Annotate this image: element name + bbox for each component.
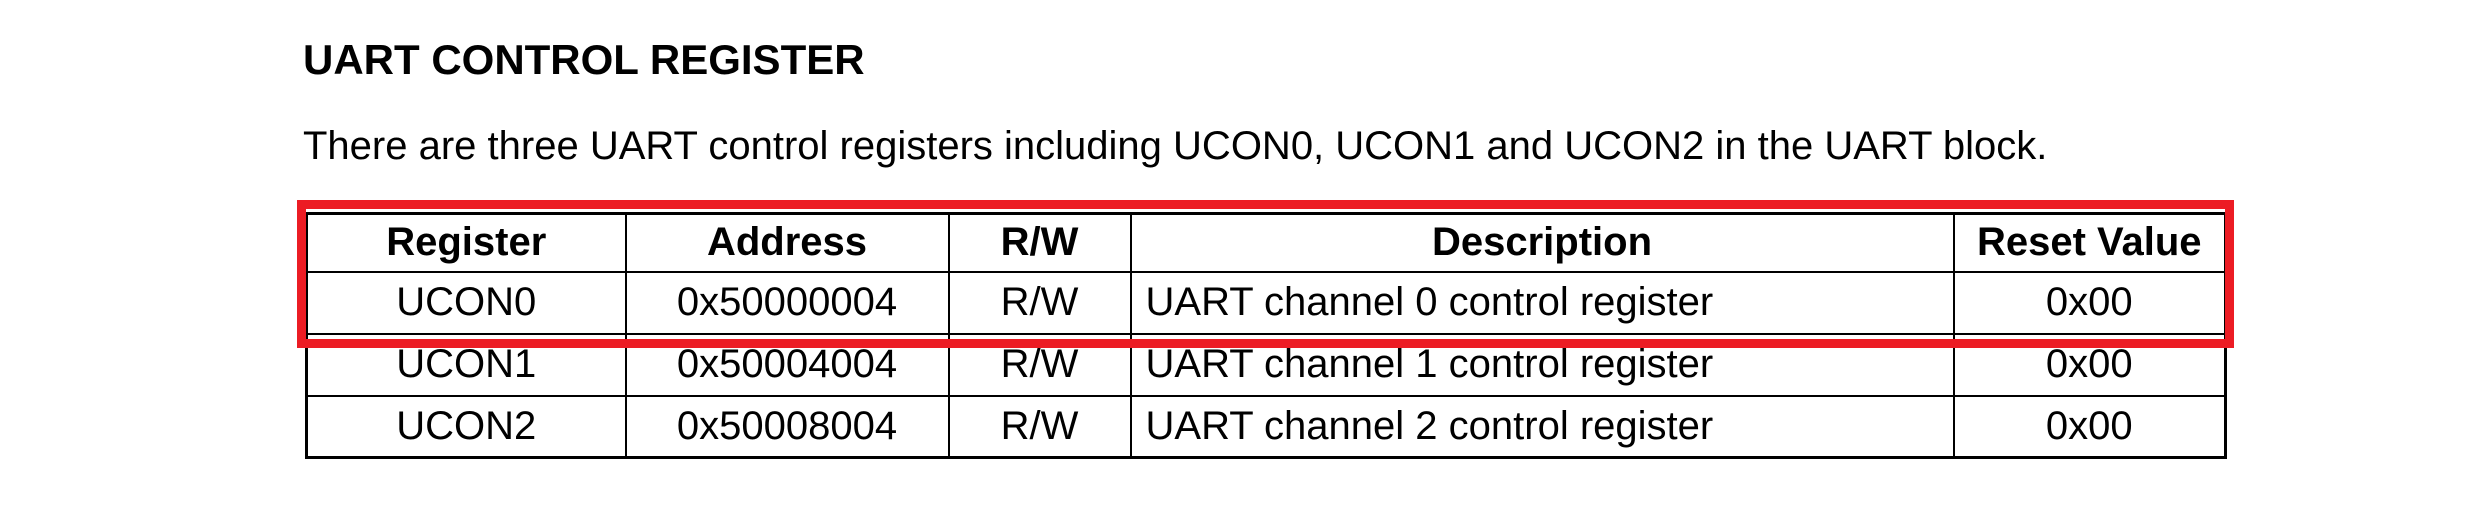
- column-header-reset-value: Reset Value: [1952, 212, 2227, 273]
- intro-text: There are three UART control registers i…: [303, 124, 2048, 168]
- cell-address: 0x50008004: [624, 394, 950, 459]
- cell-register: UCON0: [305, 270, 627, 335]
- page-title: UART CONTROL REGISTER: [303, 36, 865, 83]
- table-header-row: Register Address R/W Description Reset V…: [305, 212, 2227, 273]
- table-row-ucon2: UCON2 0x50008004 R/W UART channel 2 cont…: [305, 394, 2227, 459]
- cell-register: UCON2: [305, 394, 627, 459]
- cell-description: UART channel 0 control register: [1129, 270, 1955, 335]
- column-header-register: Register: [305, 212, 627, 273]
- cell-register: UCON1: [305, 332, 627, 397]
- cell-address: 0x50004004: [624, 332, 950, 397]
- cell-rw: R/W: [947, 332, 1132, 397]
- cell-reset-value: 0x00: [1952, 270, 2227, 335]
- cell-address: 0x50000004: [624, 270, 950, 335]
- cell-reset-value: 0x00: [1952, 332, 2227, 397]
- cell-reset-value: 0x00: [1952, 394, 2227, 459]
- table-row-ucon1: UCON1 0x50004004 R/W UART channel 1 cont…: [305, 332, 2227, 397]
- column-header-address: Address: [624, 212, 950, 273]
- table-row-ucon0: UCON0 0x50000004 R/W UART channel 0 cont…: [305, 270, 2227, 335]
- cell-rw: R/W: [947, 394, 1132, 459]
- register-table: Register Address R/W Description Reset V…: [305, 212, 2227, 459]
- column-header-rw: R/W: [947, 212, 1132, 273]
- cell-description: UART channel 2 control register: [1129, 394, 1955, 459]
- column-header-description: Description: [1129, 212, 1955, 273]
- cell-rw: R/W: [947, 270, 1132, 335]
- cell-description: UART channel 1 control register: [1129, 332, 1955, 397]
